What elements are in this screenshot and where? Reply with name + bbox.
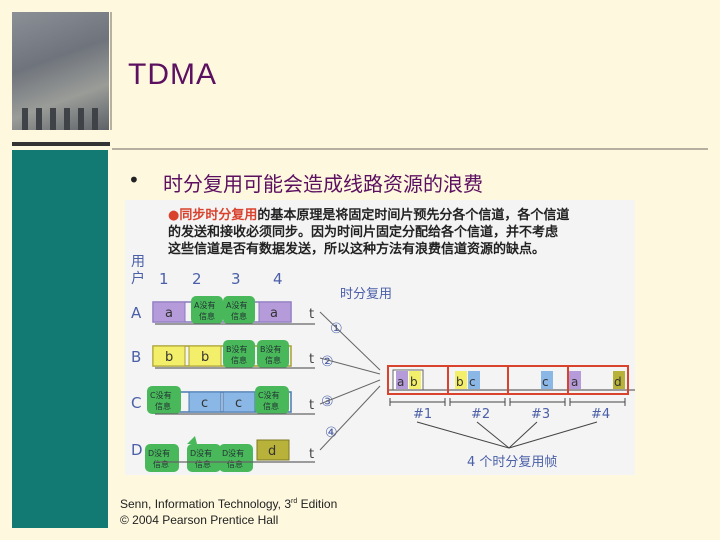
idle-label-2: 信息 [227,459,243,469]
row-d: D没有 信息 D没有 信息 D没有 信息 d t [145,436,315,472]
block-label-a: a [270,306,278,321]
bullet-mark: • [128,168,140,192]
idle-bubble [187,444,221,472]
idle-bubble [223,296,255,324]
note-line-1: ●同步时分复用的基本原理是将固定时间片预先分各个信道，各个信道 [168,207,569,223]
idle-label-1: A没有 [194,300,215,310]
block-label-d: d [268,444,276,459]
idle-bubble [223,340,255,368]
frame-number: #2 [471,407,490,422]
sidebar-band [12,150,108,528]
block-label-d: d [614,375,622,389]
idle-label-1: B没有 [260,344,282,354]
block-label-c: c [201,396,208,411]
note-line-3: 这些信道是否有数据发送，所以这种方法有浪费信道资源的缺点。 [168,241,545,257]
footer-line-1-sup: rd [291,498,298,505]
header-divider-horizontal [112,148,708,150]
idle-label-2: 信息 [199,311,215,321]
idle-label-1: C没有 [258,390,280,400]
block-label-b: b [201,350,209,365]
decorative-photo [12,12,109,130]
block-label-b: b [410,375,418,389]
frame-boxes [387,365,629,395]
header-divider-vertical [110,12,112,130]
idle-label-2: 信息 [231,311,247,321]
block-label-c: c [469,375,476,389]
block-label-a: a [165,306,173,321]
time-label: t [309,398,314,413]
note-highlight: 同步时分复用 [179,207,257,223]
block-label-b: b [456,375,464,389]
figure-background [125,200,635,475]
time-label: t [309,352,314,367]
frames-caption: 4 个时分复用帧 [467,455,557,470]
slot-number: 3 [231,270,241,288]
slot-number: 2 [192,270,202,288]
frame-number: #4 [591,407,610,422]
idle-bubble [145,444,179,472]
block-label-b: b [165,350,173,365]
idle-label-1: D没有 [148,448,170,458]
note-line1-rest: 的基本原理是将固定时间片预先分各个信道，各个信道 [257,207,569,223]
circled-number-4: ④ [325,425,338,441]
slide-title: TDMA [128,58,217,91]
row-label-a: A [131,304,142,322]
slot-number: 1 [159,270,169,288]
row-label-c: C [131,394,141,412]
row-label-d: D [131,441,143,459]
tdm-figure: ●同步时分复用的基本原理是将固定时间片预先分各个信道，各个信道 的发送和接收必须… [125,200,648,479]
idle-label-2: 信息 [195,459,211,469]
idle-label-2: 信息 [265,355,281,365]
frame-braces [389,398,626,406]
frame-number: #1 [413,407,432,422]
idle-label-2: 信息 [153,459,169,469]
idle-label-2: 信息 [263,401,279,411]
frames-pointer-lines [416,421,598,449]
idle-label-1: D没有 [222,448,244,458]
user-label-2: 户 [131,270,145,287]
idle-label-2: 信息 [231,355,247,365]
user-label-1: 用 [131,254,145,270]
row-a: a a A没有 信息 A没有 信息 t [152,296,315,325]
time-label: t [309,447,314,462]
row-label-b: B [131,348,141,366]
circled-number-3: ③ [321,394,334,410]
header-bar [12,142,110,146]
block-label-c: c [235,396,242,411]
idle-label-1: B没有 [226,344,248,354]
row-b: b b B没有 信息 B没有 信息 t [152,340,315,369]
tdm-diagram: ●同步时分复用的基本原理是将固定时间片预先分各个信道，各个信道 的发送和接收必须… [125,200,648,475]
footer-line-1-pre: Senn, Information Technology, 3 [120,497,291,511]
idle-label-2: 信息 [155,401,171,411]
idle-bubble [191,296,223,324]
block-label-a: a [571,375,578,389]
footer-line-1-post: Edition [297,497,338,511]
footer-citation: Senn, Information Technology, 3rd Editio… [120,494,337,528]
note-line-2: 的发送和接收必须同步。因为时间片固定分配给各个信道，并不考虑 [168,224,558,240]
idle-bubble [257,340,289,368]
idle-bubble [147,386,181,414]
note-marker: ● [168,208,179,223]
frame-number: #3 [531,407,550,422]
footer-line-1: Senn, Information Technology, 3rd Editio… [120,494,337,512]
idle-bubble [219,444,253,472]
row-c: C没有 信息 c c C没有 信息 t [147,386,315,415]
block-label-c: c [542,375,549,389]
mux-lines [319,311,381,451]
slot-number: 4 [273,270,283,288]
mux-label: 时分复用 [340,287,392,302]
idle-label-1: C没有 [150,390,172,400]
bullet-text: 时分复用可能会造成线路资源的浪费 [163,172,483,196]
circled-number-2: ② [321,354,334,370]
block-label-a: a [397,375,404,389]
idle-label-1: D没有 [190,448,212,458]
idle-label-1: A没有 [226,300,247,310]
time-label: t [309,307,314,322]
footer-line-2: © 2004 Pearson Prentice Hall [120,513,279,527]
idle-bubble [255,386,289,414]
